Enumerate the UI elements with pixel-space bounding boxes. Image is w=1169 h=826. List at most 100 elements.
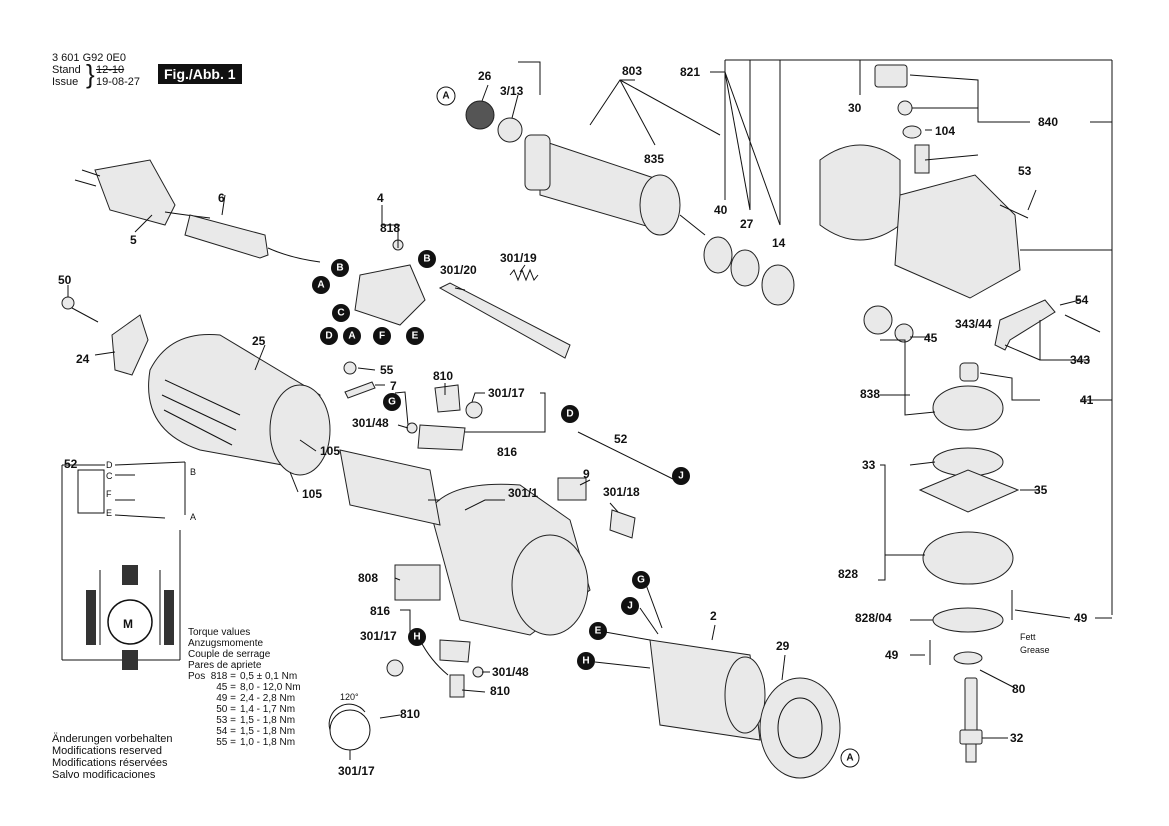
clip-7 (344, 381, 376, 399)
washer-80 (953, 651, 983, 665)
output-b: B (190, 467, 196, 477)
nut-45 (894, 323, 914, 343)
doc-number: 3 601 G92 0E0 (52, 52, 127, 64)
part-label: 301/18 (603, 485, 640, 499)
grease-note-en: Grease (1020, 645, 1050, 655)
callout-e: E (406, 327, 424, 345)
svg-text:G: G (637, 575, 645, 586)
svg-text:A: A (442, 91, 449, 102)
cover-9 (557, 477, 587, 501)
part-label: 803 (622, 64, 642, 78)
callout-a: A (840, 748, 860, 768)
callout-a: A (343, 327, 361, 345)
brush-holder-816 (417, 424, 466, 451)
screw-55 (343, 361, 357, 375)
callout-b: B (418, 250, 436, 268)
part-label: 25 (252, 334, 266, 348)
gear-plate-30 (819, 144, 901, 241)
part-label: 49 (1074, 611, 1088, 625)
callout-e: E (589, 622, 607, 640)
part-label: 105 (320, 444, 340, 458)
callout-f: F (373, 327, 391, 345)
part-label: 41 (1080, 393, 1094, 407)
callout-d: D (320, 327, 338, 345)
part-label: 816 (497, 445, 517, 459)
gear-housing (894, 174, 1021, 299)
o-ring-828-04 (932, 607, 1004, 633)
torque-row: 50 =1,4 - 1,7 Nm (216, 704, 296, 715)
screw-54 (1064, 314, 1101, 333)
grease-note-de: Fett (1020, 632, 1036, 642)
callout-h: H (408, 628, 426, 646)
part-label: 45 (924, 331, 938, 345)
part-label: 821 (680, 65, 700, 79)
part-label: 105 (302, 487, 322, 501)
part-label: 53 (1018, 164, 1032, 178)
callout-a: A (312, 276, 330, 294)
bevel-gear (932, 385, 1004, 431)
part-label: 818 (380, 221, 400, 235)
leader-lines (67, 59, 1113, 760)
part-label: 810 (433, 369, 453, 383)
part-label: 52 (614, 432, 628, 446)
part-label: 80 (1012, 682, 1026, 696)
stand-value: 12-10 (96, 64, 125, 76)
part-label: 810 (400, 707, 420, 721)
part-label: 24 (76, 352, 90, 366)
svg-text:C: C (337, 308, 344, 319)
svg-text:J: J (678, 471, 684, 482)
svg-text:J: J (627, 601, 633, 612)
part-label: 835 (644, 152, 664, 166)
part-label: 30 (848, 101, 862, 115)
part-label: 49 (885, 648, 899, 662)
terminal-e: E (106, 508, 112, 518)
ring-40 (703, 236, 733, 274)
torque-row: 45 =8,0 - 12,0 Nm (216, 682, 301, 693)
brush-holder-816-b (439, 639, 471, 663)
part-label: 810 (490, 684, 510, 698)
callout-g: G (383, 393, 401, 411)
part-label: 301/19 (500, 251, 537, 265)
part-label: 54 (1075, 293, 1089, 307)
part-label: 828 (838, 567, 858, 581)
callout-g: G (632, 571, 650, 589)
flange-35 (918, 469, 1020, 513)
callout-a: A (436, 86, 456, 106)
label-808 (394, 564, 441, 601)
spindle (959, 677, 983, 763)
part-label: 50 (58, 273, 72, 287)
svg-text:E: E (595, 626, 602, 637)
pinion (863, 305, 893, 335)
svg-text:D: D (325, 331, 332, 342)
motor-symbol: M (123, 617, 133, 631)
screw-53 (999, 204, 1029, 219)
armature (524, 134, 706, 236)
part-label: 29 (776, 639, 790, 653)
part-label: 838 (860, 387, 880, 401)
callout-j: J (621, 597, 639, 615)
brush-spring-301-17-b (386, 659, 404, 677)
part-label: 26 (478, 69, 492, 83)
part-label: 840 (1038, 115, 1058, 129)
bearing-26 (465, 100, 495, 130)
ring-27 (730, 249, 760, 287)
coil-spring-detail (329, 709, 371, 751)
lock-button (874, 64, 908, 88)
part-label: 343/44 (955, 317, 992, 331)
svg-text:B: B (336, 263, 343, 274)
part-label: 301/48 (492, 665, 529, 679)
wire-g (394, 391, 409, 426)
part-label: 808 (358, 571, 378, 585)
torque-title: Couple de serrage (188, 649, 271, 660)
carbon-brush-810 (434, 384, 461, 413)
svg-text:G: G (388, 397, 396, 408)
part-number-labels: 26 3/13 803 821 30 840 104 53 835 40 27 … (58, 64, 1094, 778)
bracket-24 (111, 314, 149, 376)
motor-housing (148, 333, 331, 476)
callout-d: D (561, 405, 579, 423)
part-label: 301/17 (360, 629, 397, 643)
part-label: 14 (772, 236, 786, 250)
spring-840 (897, 100, 913, 116)
torque-row: 49 =2,4 - 2,8 Nm (216, 693, 296, 704)
